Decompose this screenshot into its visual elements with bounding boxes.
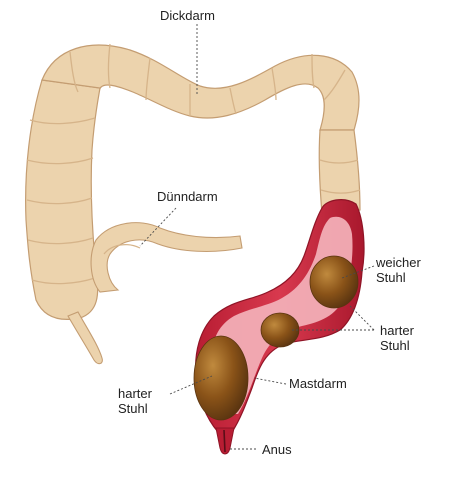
stool-lumps (194, 256, 358, 420)
label-weicher-stuhl-line1: weicher (376, 255, 421, 270)
label-harter-stuhl-right: harter Stuhl (380, 323, 414, 353)
small-intestine (91, 223, 242, 292)
leader-mastdarm (254, 378, 286, 384)
label-harter-stuhl-left-line2: Stuhl (118, 401, 152, 416)
label-weicher-stuhl: weicher Stuhl (376, 255, 421, 285)
label-weicher-stuhl-line2: Stuhl (376, 270, 421, 285)
hard-stool-lump-lower (194, 336, 248, 420)
appendix (68, 312, 102, 364)
label-harter-stuhl-left: harter Stuhl (118, 386, 152, 416)
leader-harter-stuhl-right-2 (350, 306, 374, 330)
label-duenndarm: Dünndarm (157, 189, 218, 204)
label-dickdarm: Dickdarm (160, 8, 215, 23)
soft-stool-lump (310, 256, 358, 308)
label-harter-stuhl-right-line2: Stuhl (380, 338, 414, 353)
label-harter-stuhl-right-line1: harter (380, 323, 414, 338)
label-mastdarm: Mastdarm (289, 376, 347, 391)
label-harter-stuhl-left-line1: harter (118, 386, 152, 401)
label-anus: Anus (262, 442, 292, 457)
